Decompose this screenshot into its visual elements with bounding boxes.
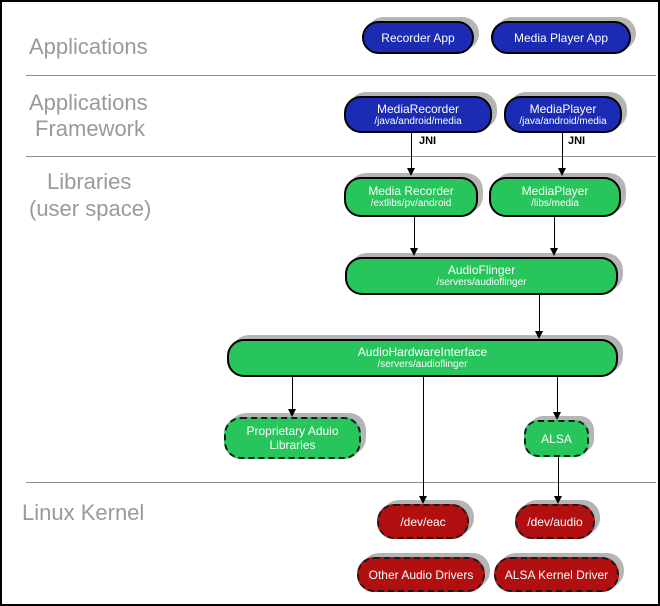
node-subtitle: /servers/audioflinger xyxy=(377,359,468,370)
node-subtitle: /libs/media xyxy=(531,198,579,209)
node-title: Other Audio Drivers xyxy=(368,567,474,582)
node-title: Recorder App xyxy=(381,30,455,45)
divider-framework-libraries xyxy=(26,156,656,157)
node-audio-hardware-interface: AudioHardwareInterface /servers/audiofli… xyxy=(227,339,618,377)
node-media-player-framework: MediaPlayer /java/android/media xyxy=(504,96,622,133)
arrowhead-icon xyxy=(554,496,562,504)
arrow-ahi-to-dev-eac xyxy=(423,377,424,496)
node-subtitle: /servers/audioflinger xyxy=(436,277,527,288)
arrow-recorderlib-to-audioflinger xyxy=(414,217,415,248)
arrow-mediarecorder-to-lib xyxy=(411,133,412,168)
node-audio-flinger: AudioFlinger /servers/audioflinger xyxy=(345,257,618,295)
node-other-audio-drivers: Other Audio Drivers xyxy=(357,557,485,592)
section-label-libraries-2: (user space) xyxy=(29,196,152,221)
arrowhead-icon xyxy=(558,168,566,176)
node-title: ALSA Kernel Driver xyxy=(504,567,609,582)
jni-label-right: JNI xyxy=(568,135,586,147)
node-subtitle: /java/android/media xyxy=(519,115,607,127)
node-title: MediaPlayer xyxy=(529,101,597,116)
arrowhead-icon xyxy=(550,248,558,256)
section-label-applications-fw-2: Framework xyxy=(35,116,146,141)
node-title: MediaRecorder xyxy=(376,101,460,116)
node-media-recorder-library: Media Recorder /extlibs/pv/android xyxy=(344,177,478,217)
node-title: /dev/audio xyxy=(527,514,583,529)
node-title: /dev/eac xyxy=(400,514,446,529)
node-title: AudioFlinger xyxy=(447,263,516,277)
arrowhead-icon xyxy=(410,248,418,256)
section-label-applications-fw-1: Applications xyxy=(29,90,148,115)
section-label-libraries-1: Libraries xyxy=(47,169,132,194)
node-alsa-kernel-driver: ALSA Kernel Driver xyxy=(494,557,619,592)
jni-label-left: JNI xyxy=(419,135,437,147)
arrow-audioflinger-to-ahi xyxy=(539,295,540,331)
node-title: Proprietary Aduio Libraries xyxy=(246,424,339,452)
node-title: AudioHardwareInterface xyxy=(357,345,488,359)
arrowhead-icon xyxy=(288,409,296,417)
node-subtitle: /extlibs/pv/android xyxy=(370,198,452,209)
node-title: ALSA xyxy=(541,431,572,446)
arrow-ahi-to-alsa xyxy=(557,377,558,412)
arrow-ahi-to-proprietary xyxy=(292,377,293,409)
node-title: Media Recorder xyxy=(368,184,454,198)
node-subtitle: /java/android/media xyxy=(374,115,462,127)
arrowhead-icon xyxy=(553,412,561,420)
arrow-alsa-to-dev-audio xyxy=(558,457,559,496)
arrowhead-icon xyxy=(535,331,543,339)
node-dev-audio: /dev/audio xyxy=(515,504,595,539)
node-media-player-library: MediaPlayer /libs/media xyxy=(489,177,621,217)
node-title: Media Player App xyxy=(513,30,609,45)
arrowhead-icon xyxy=(407,168,415,176)
section-label-applications: Applications xyxy=(29,34,148,59)
node-media-player-app: Media Player App xyxy=(491,21,631,54)
node-recorder-app: Recorder App xyxy=(362,21,474,54)
arrow-playerlib-to-audioflinger xyxy=(554,217,555,248)
divider-libraries-kernel xyxy=(26,482,656,483)
divider-applications-framework xyxy=(26,75,656,76)
node-alsa: ALSA xyxy=(524,420,589,457)
section-label-linux-kernel: Linux Kernel xyxy=(22,500,145,525)
arrow-mediaplayer-to-lib xyxy=(562,133,563,168)
node-dev-eac: /dev/eac xyxy=(377,504,469,539)
node-proprietary-audio-libraries: Proprietary Aduio Libraries xyxy=(224,417,361,459)
node-media-recorder-framework: MediaRecorder /java/android/media xyxy=(344,96,492,133)
arrowhead-icon xyxy=(419,496,427,504)
node-title: MediaPlayer xyxy=(521,184,589,198)
